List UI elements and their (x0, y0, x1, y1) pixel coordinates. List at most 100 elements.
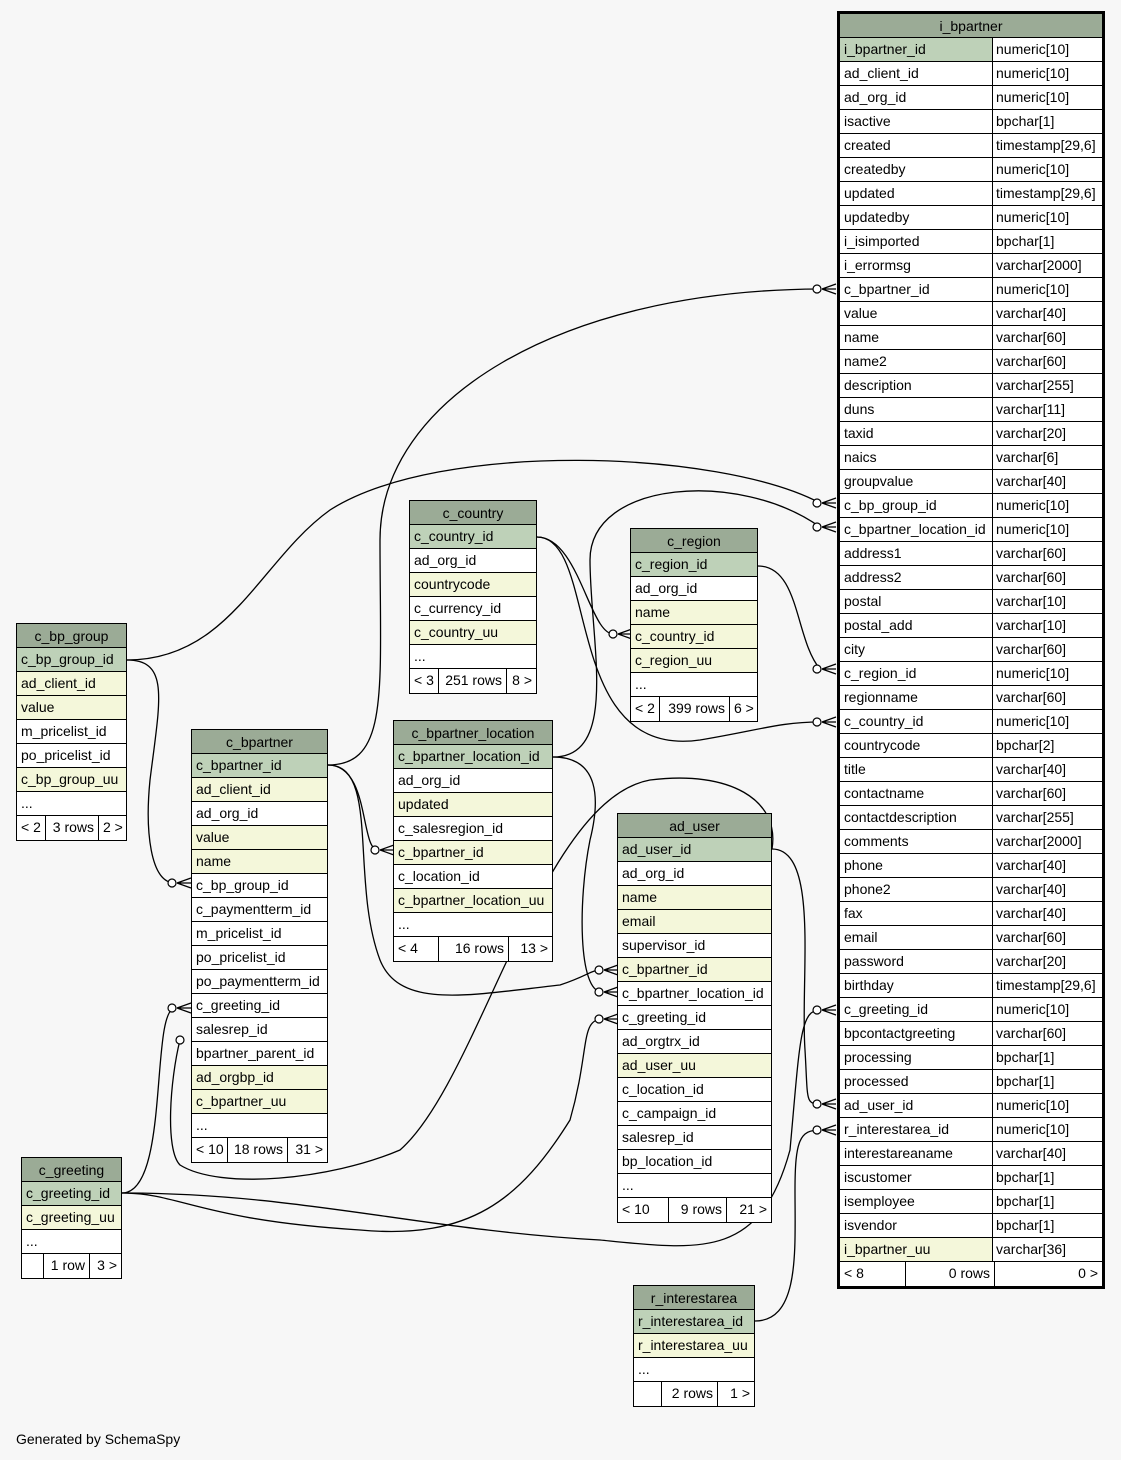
table-column-row[interactable]: ad_org_id (618, 862, 771, 886)
table-column-row[interactable]: c_bpartner_location_uu (394, 889, 552, 913)
table-column-row[interactable]: c_region_id (631, 553, 757, 577)
table-column-row[interactable]: ad_org_id (394, 769, 552, 793)
table-column-row[interactable]: c_bpartner_id (618, 958, 771, 982)
footer-parents[interactable]: < 3 (410, 669, 439, 693)
table-column-row[interactable]: c_currency_id (410, 597, 536, 621)
table-column-row[interactable]: ... (17, 792, 126, 816)
table-column-row[interactable]: c_country_id (410, 525, 536, 549)
table-column-row[interactable]: c_bpartner_id (192, 754, 327, 778)
footer-parents[interactable] (22, 1254, 44, 1278)
table-column-row[interactable]: ... (192, 1114, 327, 1138)
table-column-row[interactable]: salesrep_id (618, 1126, 771, 1150)
footer-children[interactable]: 21 > (739, 1201, 767, 1217)
table-column-row[interactable]: c_region_uu (631, 649, 757, 673)
table-column-row[interactable]: c_bpartner_uu (192, 1090, 327, 1114)
table-column-row[interactable]: value (17, 696, 126, 720)
footer-children[interactable]: 2 > (103, 819, 123, 835)
table-column-row[interactable]: m_pricelist_id (192, 922, 327, 946)
table-column-row[interactable]: ad_user_uu (618, 1054, 771, 1078)
table-column-row[interactable]: c_country_id (631, 625, 757, 649)
table-column-row[interactable]: ad_orgtrx_id (618, 1030, 771, 1054)
footer-parents[interactable]: < 10 (618, 1198, 669, 1222)
footer-parents[interactable]: < 8 (840, 1262, 906, 1286)
table-header[interactable]: c_region (631, 529, 757, 553)
table-column-row[interactable]: po_pricelist_id (192, 946, 327, 970)
table-header[interactable]: c_bpartner_location (394, 721, 552, 745)
table-column-row[interactable]: po_pricelist_id (17, 744, 126, 768)
table-header[interactable]: c_bpartner (192, 730, 327, 754)
table-column-row[interactable]: ad_org_id (192, 802, 327, 826)
table-column-row[interactable]: ad_org_id (410, 549, 536, 573)
footer-children[interactable]: 1 > (730, 1385, 750, 1401)
table-column-row[interactable]: c_greeting_id (192, 994, 327, 1018)
table-column-row[interactable]: c_location_id (394, 865, 552, 889)
table-column-row[interactable]: c_bp_group_uu (17, 768, 126, 792)
table-column-row[interactable]: c_paymentterm_id (192, 898, 327, 922)
footer-children[interactable]: 0 > (1078, 1265, 1098, 1281)
table-header[interactable]: r_interestarea (634, 1286, 754, 1310)
table-header[interactable]: i_bpartner (840, 14, 1102, 38)
table-column-row[interactable]: ... (634, 1358, 754, 1382)
footer-parents[interactable]: < 2 (631, 697, 660, 721)
table-column-row[interactable]: supervisor_id (618, 934, 771, 958)
table-column-row[interactable]: name (631, 601, 757, 625)
footer-children[interactable]: 31 > (295, 1141, 323, 1157)
table-column-row[interactable]: updated (394, 793, 552, 817)
table-column-row[interactable]: r_interestarea_uu (634, 1334, 754, 1358)
table-column-row[interactable]: name (192, 850, 327, 874)
table-column-row[interactable]: ad_client_id (17, 672, 126, 696)
table-column-row[interactable]: ad_user_id (618, 838, 771, 862)
footer-parents[interactable]: < 2 (17, 816, 46, 840)
footer-parents[interactable] (634, 1382, 662, 1406)
table-column-row[interactable]: c_country_uu (410, 621, 536, 645)
table-column-row[interactable]: ad_org_id (631, 577, 757, 601)
footer-parents[interactable]: < 10 (192, 1138, 228, 1162)
table-column-row[interactable]: name (618, 886, 771, 910)
table-column-row[interactable]: m_pricelist_id (17, 720, 126, 744)
table-column-row[interactable]: c_salesregion_id (394, 817, 552, 841)
table-column-row[interactable]: value (192, 826, 327, 850)
footer-children[interactable]: 3 > (97, 1257, 117, 1273)
table-column-row[interactable]: c_greeting_id (618, 1006, 771, 1030)
table-column-row[interactable]: r_interestarea_id (634, 1310, 754, 1334)
